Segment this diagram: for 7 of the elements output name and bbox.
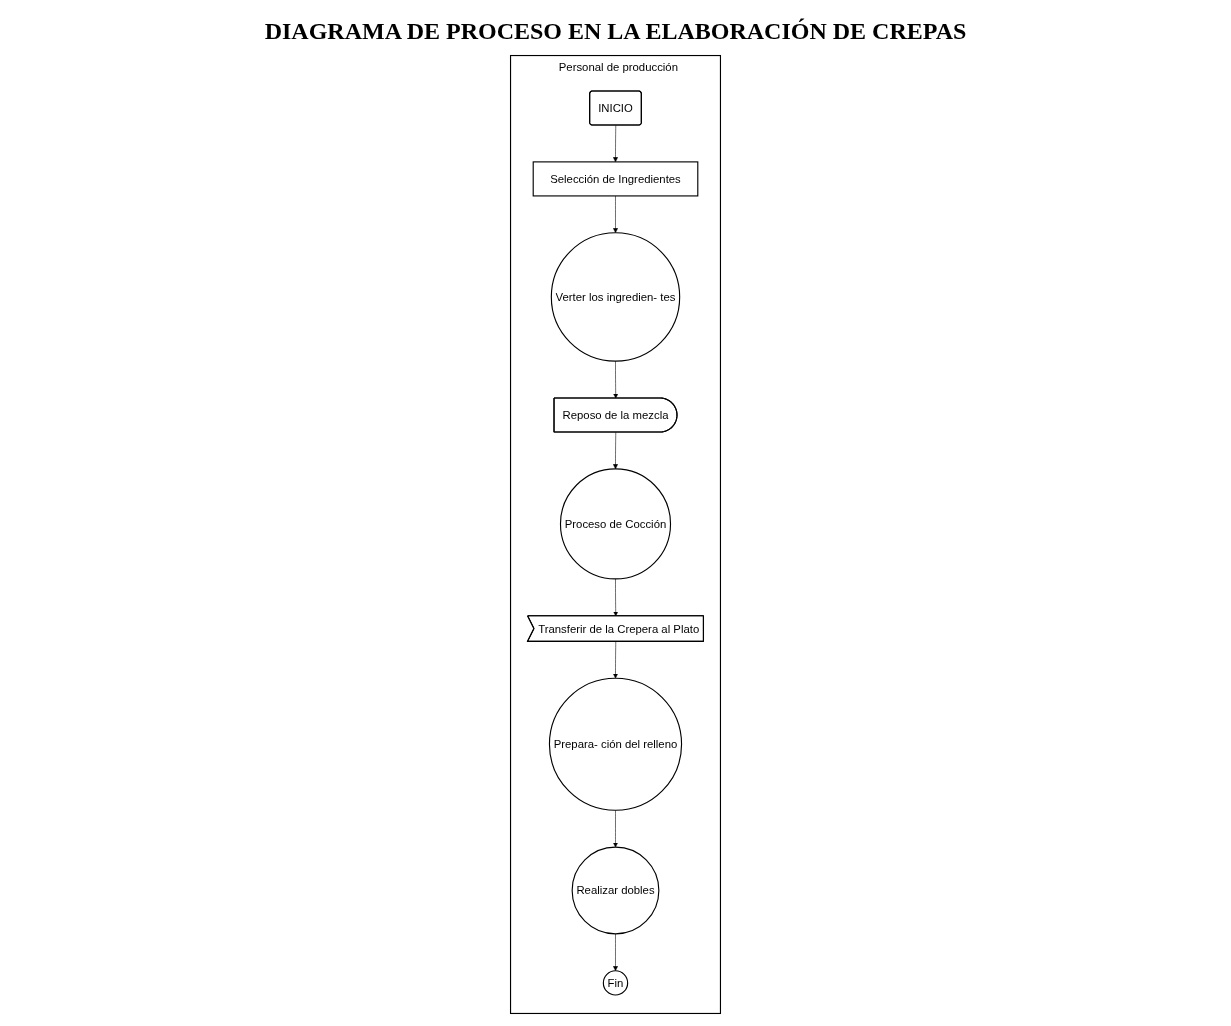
node-circle: Realizar dobles: [571, 846, 660, 935]
diagram-title: DIAGRAMA DE PROCESO EN LA ELABORACIÓN DE CREPAS: [264, 18, 967, 45]
node-circle: Prepara- ción del relleno: [548, 677, 683, 811]
node-circle: Proceso de Cocción: [559, 468, 672, 580]
node-box: Selección de Ingredientes: [532, 161, 699, 197]
node-circle: Fin: [602, 970, 629, 996]
node-circle: Verter los ingredien- tes: [550, 232, 681, 362]
